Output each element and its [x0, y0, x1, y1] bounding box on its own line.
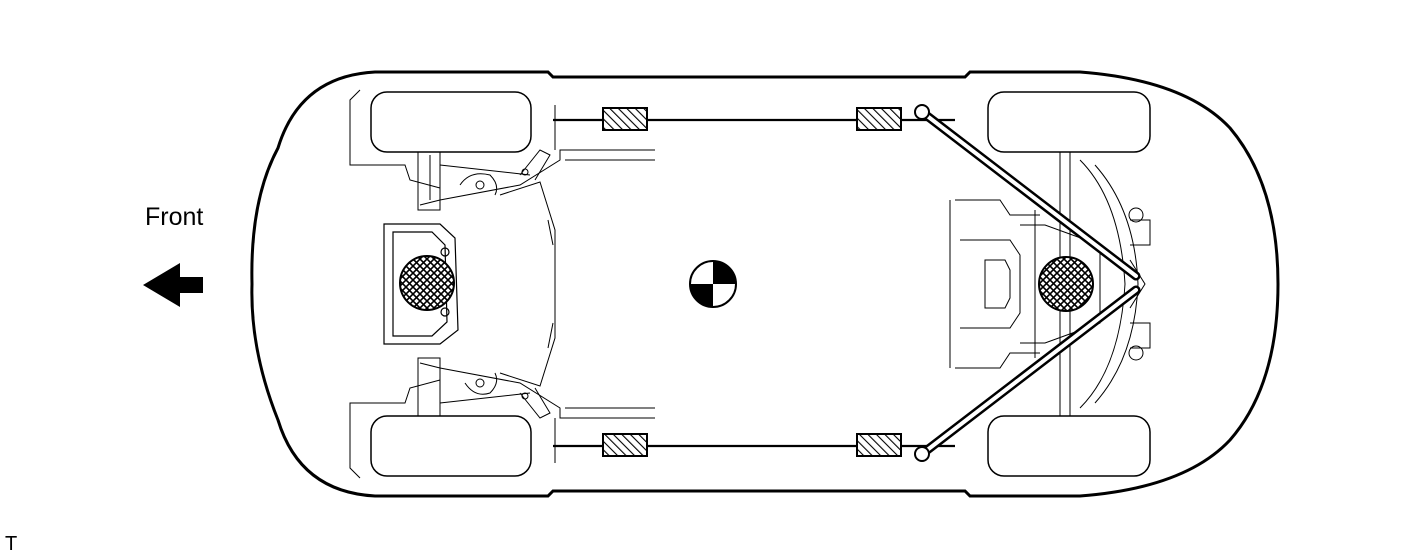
- front-label: Front: [145, 203, 204, 231]
- rear-left-wheel: [987, 91, 1151, 153]
- rear-right-wheel: [987, 415, 1151, 477]
- corner-mark: T: [5, 533, 18, 555]
- front-left-wheel: [370, 91, 532, 153]
- arrow-left-icon: [143, 263, 203, 307]
- rear-hatched-mass: [1038, 256, 1094, 312]
- hatched-block: [602, 433, 648, 457]
- hatched-block: [856, 433, 902, 457]
- center-of-gravity-icon: [689, 260, 737, 308]
- hatched-block: [602, 107, 648, 131]
- front-right-wheel: [370, 415, 532, 477]
- front-engine-mount: [383, 223, 459, 345]
- front-hatched-mass: [399, 255, 455, 311]
- body-outline: [250, 70, 1280, 498]
- rear-brace: [914, 104, 1141, 462]
- front-suspension: [349, 89, 655, 479]
- hatched-block: [856, 107, 902, 131]
